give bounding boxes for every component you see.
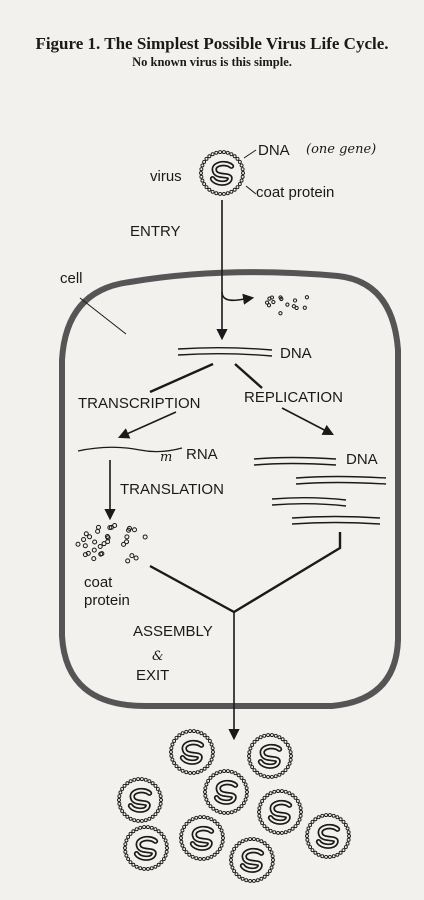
- progeny-virus: [257, 789, 303, 835]
- dna-strand-1: [177, 347, 273, 351]
- one-gene-annotation: (one gene): [306, 142, 376, 157]
- entry-label: ENTRY: [130, 223, 181, 240]
- dna-copy-b2: [295, 481, 387, 485]
- dna-label-mid: DNA: [280, 345, 312, 362]
- progeny-viruses: [117, 729, 351, 883]
- progeny-virus: [203, 769, 249, 815]
- virus-label: virus: [150, 168, 182, 185]
- ampersand-label: &: [152, 649, 164, 664]
- translation-label: TRANSLATION: [120, 481, 224, 498]
- figure-subtitle: No known virus is this simple.: [132, 55, 292, 69]
- dna-label-right: DNA: [346, 451, 378, 468]
- rna-label: RNA: [186, 446, 218, 463]
- figure-title: Figure 1. The Simplest Possible Virus Li…: [35, 34, 389, 53]
- exit-label: EXIT: [136, 667, 169, 684]
- mrna-strand: [77, 446, 183, 453]
- cell-label: cell: [60, 270, 83, 287]
- transcription-branch: [149, 362, 214, 394]
- progeny-virus: [179, 815, 225, 861]
- dna-copy-b1: [295, 475, 387, 479]
- dna-copy-d2: [291, 521, 381, 525]
- replication-label: REPLICATION: [244, 389, 343, 406]
- dna-copy-c2: [271, 503, 347, 507]
- transcription-arrow: [117, 411, 177, 439]
- dna-copy-c1: [271, 497, 347, 501]
- cell-pointer-line: [79, 297, 127, 335]
- progeny-virus: [229, 837, 275, 883]
- coat-protein-label-top: coat protein: [256, 184, 334, 201]
- assembly-label: ASSEMBLY: [133, 623, 213, 640]
- cell-membrane: [59, 269, 401, 709]
- coat-protein-dots: [75, 522, 148, 564]
- uncoating-arrow: [221, 291, 255, 305]
- coat-pointer-line: [245, 185, 257, 195]
- progeny-virus: [247, 733, 293, 779]
- assembly-line-left: [149, 564, 235, 614]
- transcription-label: TRANSCRIPTION: [78, 395, 201, 412]
- progeny-virus: [123, 825, 169, 871]
- virus-particle-top: [199, 150, 245, 196]
- dna-copy-a1: [253, 456, 337, 460]
- assembly-line-right: [233, 532, 342, 614]
- virus-particle: [199, 150, 245, 196]
- progeny-virus: [305, 813, 351, 859]
- dna-pointer-line: [243, 149, 257, 159]
- dna-label-top: DNA: [258, 142, 290, 159]
- coat-label: coat: [84, 574, 113, 591]
- dna-copy-a2: [253, 462, 337, 466]
- mrna-mark: m: [160, 450, 172, 465]
- progeny-virus: [117, 777, 163, 823]
- replication-arrow: [281, 407, 334, 436]
- progeny-virus: [169, 729, 215, 775]
- released-coat-protein-dots: [264, 295, 310, 316]
- protein-label: protein: [84, 592, 130, 609]
- dna-strand-2: [177, 353, 273, 357]
- dna-copy-d1: [291, 515, 381, 519]
- replication-branch: [234, 363, 263, 389]
